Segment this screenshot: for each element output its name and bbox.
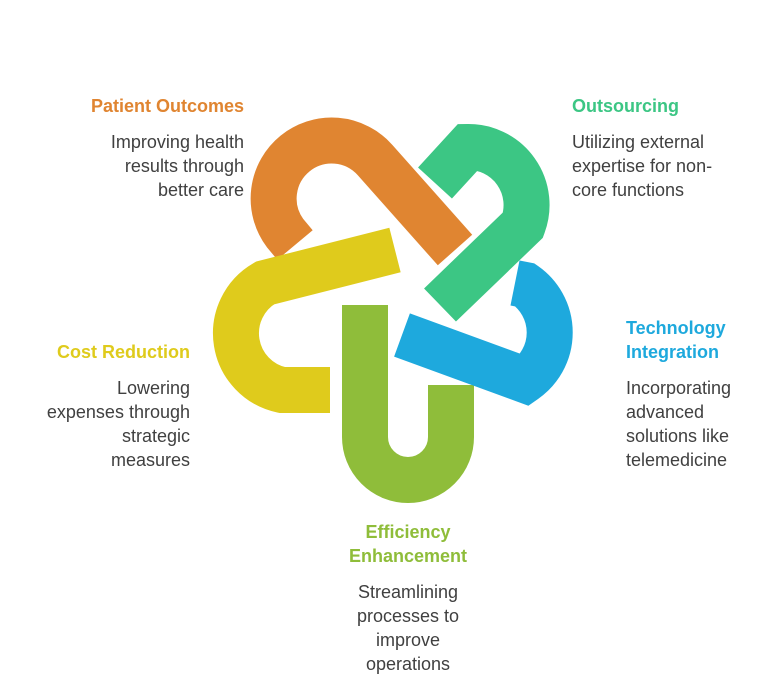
efficiency-enhancement-title: Efficiency Enhancement	[308, 520, 508, 568]
desc-line: processes to	[356, 606, 460, 626]
desc-line: measures	[110, 450, 190, 470]
desc-line: core functions	[572, 180, 685, 200]
desc-line: Incorporating	[626, 378, 732, 398]
cost-reduction-link	[212, 227, 401, 413]
desc-line: strategic	[121, 426, 190, 446]
technology-integration-link	[394, 260, 573, 406]
desc-line: operations	[365, 654, 451, 674]
desc-line: Utilizing external	[572, 132, 705, 152]
cost-reduction-description: Lowering expenses through strategic meas…	[10, 376, 190, 472]
desc-line: solutions like	[626, 426, 730, 446]
desc-line: better care	[157, 180, 244, 200]
desc-line: improve	[375, 630, 441, 650]
cost-reduction-title: Cost Reduction	[57, 342, 190, 362]
title-line: Technology	[626, 318, 726, 338]
patient-outcomes-description: Improving health results through better …	[40, 130, 244, 202]
efficiency-enhancement-description: Streamlining processes to improve operat…	[308, 580, 508, 676]
desc-line: advanced	[626, 402, 705, 422]
outsourcing-description: Utilizing external expertise for non- co…	[572, 130, 772, 202]
outsourcing-label: Outsourcing Utilizing external expertise…	[572, 94, 772, 202]
patient-outcomes-label: Patient Outcomes Improving health result…	[40, 94, 244, 202]
desc-line: Streamlining	[357, 582, 459, 602]
desc-line: results through	[124, 156, 244, 176]
efficiency-enhancement-link	[342, 305, 474, 503]
patient-outcomes-title: Patient Outcomes	[90, 96, 244, 116]
technology-integration-title: Technology Integration	[626, 316, 776, 364]
title-line: Efficiency	[365, 522, 451, 542]
outsourcing-link	[418, 123, 550, 322]
title-line: Enhancement	[348, 546, 468, 566]
desc-line: expenses through	[46, 402, 190, 422]
desc-line: expertise for non-	[572, 156, 713, 176]
desc-line: Improving health	[110, 132, 244, 152]
desc-line: Lowering	[116, 378, 190, 398]
technology-integration-description: Incorporating advanced solutions like te…	[626, 376, 776, 472]
efficiency-enhancement-label: Efficiency Enhancement Streamlining proc…	[308, 520, 508, 676]
title-line: Integration	[626, 342, 719, 362]
desc-line: telemedicine	[626, 450, 728, 470]
outsourcing-title: Outsourcing	[572, 96, 679, 116]
technology-integration-label: Technology Integration Incorporating adv…	[626, 316, 776, 472]
cost-reduction-label: Cost Reduction Lowering expenses through…	[10, 340, 190, 472]
patient-outcomes-link	[250, 117, 473, 266]
